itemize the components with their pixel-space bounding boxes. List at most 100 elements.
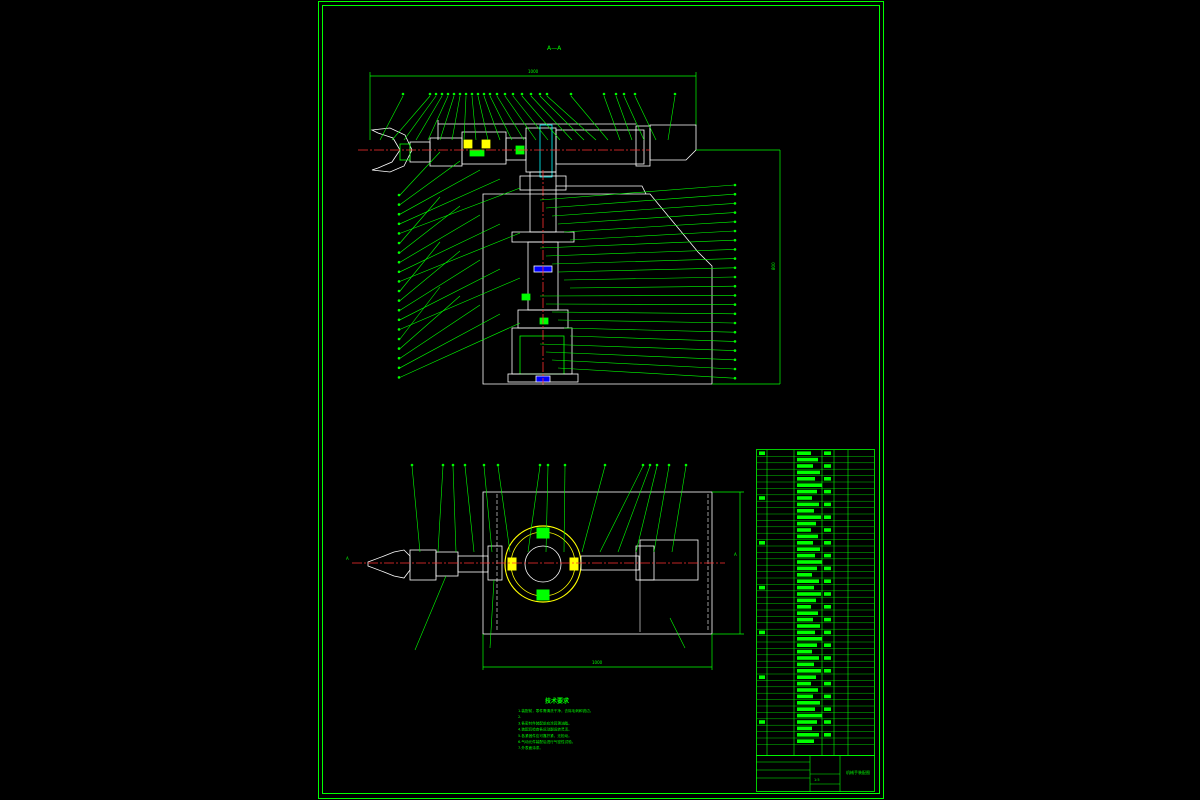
leader-line	[427, 95, 449, 141]
leader-line	[557, 367, 735, 379]
bom-cell-text	[824, 566, 831, 571]
bom-cell-text	[797, 617, 813, 622]
leader-line	[399, 241, 441, 292]
bom-cell-text	[824, 464, 831, 468]
leader-tag	[482, 463, 486, 467]
leader-line	[399, 259, 481, 311]
bom-cell-text	[824, 579, 831, 583]
leader-tag	[397, 241, 401, 245]
leader-line	[512, 95, 549, 141]
leader-line	[399, 151, 441, 196]
bom-cell-text	[824, 733, 831, 737]
bom-cell-text	[824, 477, 831, 481]
tech-req-list: 1.装配前，零件需清洗干净，去除毛刺和锐边。2.3.各密封件装配前应涂润滑油脂。…	[518, 708, 593, 750]
leader-tag	[397, 251, 401, 254]
leader-line	[615, 95, 633, 141]
leader-line	[599, 465, 644, 553]
sheet-outer-border	[318, 1, 884, 799]
front-section-view: A—A 1000	[358, 45, 781, 385]
leader-tag	[563, 463, 567, 467]
leader-tag	[733, 192, 737, 196]
leader-line	[415, 95, 443, 141]
leader-line	[399, 277, 521, 330]
bom-cell-text	[797, 579, 819, 583]
section-label: A—A	[547, 45, 562, 52]
leader-line	[563, 276, 735, 281]
leader-line	[489, 579, 495, 649]
leader-line	[437, 465, 444, 553]
tech-req-item: 4.装配后检查各运动副运转灵活。	[518, 727, 572, 732]
tech-req-title: 技术要求	[545, 697, 570, 705]
bom-cell-text	[797, 585, 814, 590]
leader-tag	[673, 92, 677, 96]
leader-tag	[733, 211, 737, 214]
leader-line	[653, 465, 670, 553]
leader-line	[399, 250, 461, 301]
bottom-dimension-value: 1000	[592, 660, 603, 665]
bom-cell-text	[824, 617, 831, 622]
leader-line	[557, 267, 735, 273]
leader-tag	[733, 248, 737, 251]
bom-cell-text	[824, 720, 831, 724]
bom-cell-text	[824, 605, 831, 609]
leader-line	[399, 160, 461, 205]
leader-tag	[538, 92, 542, 96]
bom-cell-text	[797, 624, 820, 628]
gripper-front	[370, 127, 463, 173]
leader-line	[399, 214, 481, 263]
leader-tag	[397, 318, 401, 322]
bom-cell-text	[824, 451, 831, 455]
leader-line	[545, 351, 735, 361]
leader-tag	[496, 463, 500, 467]
leader-line	[483, 465, 493, 553]
leader-line	[603, 95, 621, 141]
bom-cell-text	[824, 592, 831, 596]
leader-line	[569, 335, 735, 342]
leader-tag	[733, 266, 737, 270]
bom-cell-text	[824, 694, 831, 699]
leader-line	[551, 203, 735, 217]
leader-tag	[667, 463, 671, 467]
bom-cell-text	[797, 483, 822, 487]
leader-line	[399, 322, 521, 378]
bottom-dimension	[482, 491, 744, 670]
leader-line	[546, 95, 597, 141]
leader-line	[399, 268, 501, 321]
leader-tag	[529, 92, 533, 96]
leader-line	[545, 465, 549, 553]
leader-lines-left	[397, 151, 521, 379]
leader-line	[539, 239, 735, 249]
leader-tag	[511, 92, 515, 96]
leader-tag	[441, 463, 445, 467]
leader-tag	[397, 270, 401, 274]
leader-tag	[733, 358, 737, 362]
bom-cell-text	[797, 534, 818, 539]
bom-cell-text	[797, 521, 816, 526]
leader-lines-top	[379, 92, 677, 141]
bom-cell-text	[797, 649, 812, 654]
leader-tag	[733, 303, 737, 306]
leader-line	[399, 223, 501, 273]
leader-line	[557, 212, 735, 225]
bom-cell-text	[797, 630, 815, 635]
technical-requirements: 技术要求 1.装配前，零件需清洗干净，去除毛刺和锐边。2.3.各密封件装配前应涂…	[518, 697, 593, 750]
leader-tag	[733, 321, 737, 325]
bom-cell-text	[759, 585, 765, 590]
leader-line	[483, 95, 501, 141]
leader-line	[439, 95, 455, 141]
bom-cell-text	[797, 707, 815, 711]
bom-cell-text	[797, 681, 811, 686]
leader-tag	[545, 92, 549, 96]
leader-tag	[397, 347, 401, 350]
leader-tag	[401, 92, 405, 96]
bom-cell-text	[797, 720, 817, 724]
leader-line	[530, 95, 573, 141]
leader-line	[634, 95, 657, 141]
bom-cell-text	[797, 701, 820, 705]
bom-cell-text	[797, 733, 819, 737]
bom-cell-text	[797, 726, 812, 731]
bom-cell-text	[797, 694, 813, 699]
leader-tag	[684, 463, 688, 467]
rotary-bearing-ring	[504, 525, 582, 603]
